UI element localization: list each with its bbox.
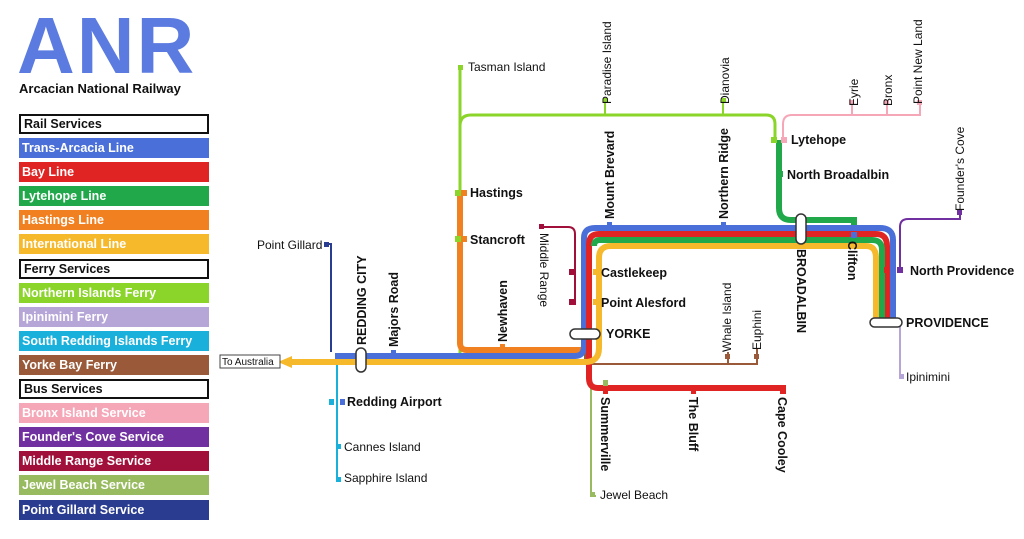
trans-arcacia-line	[335, 225, 896, 359]
label-northern-ridge: Northern Ridge	[717, 128, 731, 219]
label-hastings: Hastings	[470, 186, 523, 200]
point-gillard-service-route	[326, 243, 332, 352]
lytehope-line-continuation	[591, 237, 885, 322]
label-point-new-land: Point New Land	[911, 19, 925, 104]
label-ipinimini: Ipinimini	[906, 370, 950, 384]
bay-line	[586, 231, 890, 394]
label-point-alesford: Point Alesford	[601, 296, 686, 310]
label-jewel-beach: Jewel Beach	[600, 488, 668, 502]
label-clifton: Clifton	[845, 241, 859, 281]
label-redding-airport: Redding Airport	[347, 395, 443, 409]
label-paradise-island: Paradise Island	[600, 21, 614, 104]
label-dianovia: Dianovia	[718, 57, 732, 104]
label-mount-brevard: Mount Brevard	[603, 131, 617, 219]
label-castlekeep: Castlekeep	[601, 266, 667, 280]
label-bronx: Bronx	[881, 75, 895, 106]
legend-item: Hastings Line	[19, 210, 209, 231]
logo-full-name: Arcacian National Railway	[19, 81, 181, 96]
legend-item: Point Gillard Service	[19, 499, 209, 520]
label-north-providence: North Providence	[910, 264, 1014, 278]
label-newhaven: Newhaven	[496, 280, 510, 342]
label-majors-road: Majors Road	[387, 272, 401, 347]
label-point-gillard: Point Gillard	[257, 238, 322, 252]
label-founders-cove: Founder's Cove	[953, 126, 967, 211]
legend-item: Founder's Cove Service	[19, 427, 209, 448]
label-yorke: YORKE	[606, 327, 650, 341]
label-lytehope: Lytehope	[791, 133, 846, 147]
legend-item: Northern Islands Ferry	[19, 282, 209, 303]
south-redding-islands-ferry-route	[336, 364, 341, 482]
founders-cove-service-route	[899, 213, 961, 270]
label-stancroft: Stancroft	[470, 233, 526, 247]
label-eyrie: Eyrie	[847, 78, 861, 106]
legend-item: Trans-Arcacia Line	[19, 138, 209, 159]
logo-abbreviation: ANR	[17, 1, 197, 90]
label-the-bluff: The Bluff	[686, 397, 700, 452]
label-north-broadalbin: North Broadalbin	[787, 168, 889, 182]
lytehope-line	[776, 140, 857, 233]
legend-item: Bronx Island Service	[19, 403, 209, 424]
legend-item: Bay Line	[19, 162, 209, 183]
bronx-island-service-route	[782, 105, 921, 140]
legend-item: Yorke Bay Ferry	[19, 354, 209, 375]
international-line	[288, 243, 879, 365]
jewel-beach-service-route	[590, 380, 596, 497]
station-ticks	[324, 65, 962, 497]
legend-item: Jewel Beach Service	[19, 475, 209, 496]
label-sapphire-island: Sapphire Island	[344, 471, 427, 485]
label-broadalbin: BROADALBIN	[794, 249, 808, 333]
label-middle-range: Middle Range	[537, 233, 551, 307]
label-cape-cooley: Cape Cooley	[775, 397, 789, 473]
label-tasman-island: Tasman Island	[468, 60, 545, 74]
to-australia-arrow	[278, 356, 292, 368]
label-to-australia: To Australia	[222, 357, 274, 368]
to-australia-box	[219, 354, 281, 369]
legend-item: International Line	[19, 234, 209, 255]
interchange-markers	[355, 213, 903, 373]
legend-section-header: Bus Services	[19, 379, 209, 400]
label-providence: PROVIDENCE	[906, 316, 989, 330]
legend-item: Lytehope Line	[19, 186, 209, 207]
legend-item: South Redding Islands Ferry	[19, 330, 209, 351]
legend-item: Middle Range Service	[19, 451, 209, 472]
legend-item: Ipinimini Ferry	[19, 306, 209, 327]
anr-logo: ANR Arcacian National Railway	[17, 6, 217, 102]
middle-range-service-route	[542, 226, 576, 305]
label-whale-island: Whale Island	[720, 283, 734, 352]
legend-section-header: Rail Services	[19, 114, 209, 134]
label-euphini: Euphini	[750, 310, 764, 350]
label-redding-city: REDDING CITY	[355, 255, 369, 345]
label-summerville: Summerville	[598, 397, 612, 471]
legend-section-header: Ferry Services	[19, 258, 209, 279]
label-cannes-island: Cannes Island	[344, 440, 421, 454]
